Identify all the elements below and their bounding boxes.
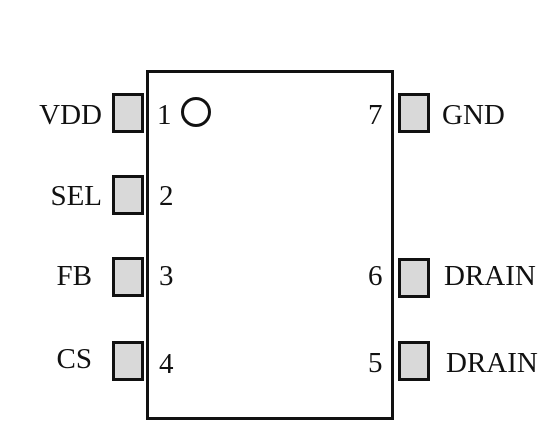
pin-5-number: 5 xyxy=(368,347,383,379)
pin-4-pad xyxy=(112,341,144,381)
pin-5-label: DRAIN xyxy=(446,347,538,379)
pin-2-label: SEL xyxy=(50,180,102,212)
pin-2-pad xyxy=(112,175,144,215)
pin-6-number: 6 xyxy=(368,260,383,292)
pin-3-number: 3 xyxy=(159,260,174,292)
pin-6-pad xyxy=(398,258,430,298)
pin-1-pad xyxy=(112,93,144,133)
pin-2-number: 2 xyxy=(159,180,174,212)
pin-1-label: VDD xyxy=(39,99,102,131)
pin-7-pad xyxy=(398,93,430,133)
pin-5-pad xyxy=(398,341,430,381)
pin-6-label: DRAIN xyxy=(444,260,536,292)
pin-one-indicator-circle xyxy=(181,97,211,127)
pin-4-number: 4 xyxy=(159,348,174,380)
pin-1-number: 1 xyxy=(157,99,172,131)
pin-3-pad xyxy=(112,257,144,297)
pin-7-label: GND xyxy=(442,99,505,131)
pin-4-label: CS xyxy=(56,343,92,375)
pin-7-number: 7 xyxy=(368,99,383,131)
ic-package-body xyxy=(146,70,394,420)
pin-3-label: FB xyxy=(56,260,92,292)
